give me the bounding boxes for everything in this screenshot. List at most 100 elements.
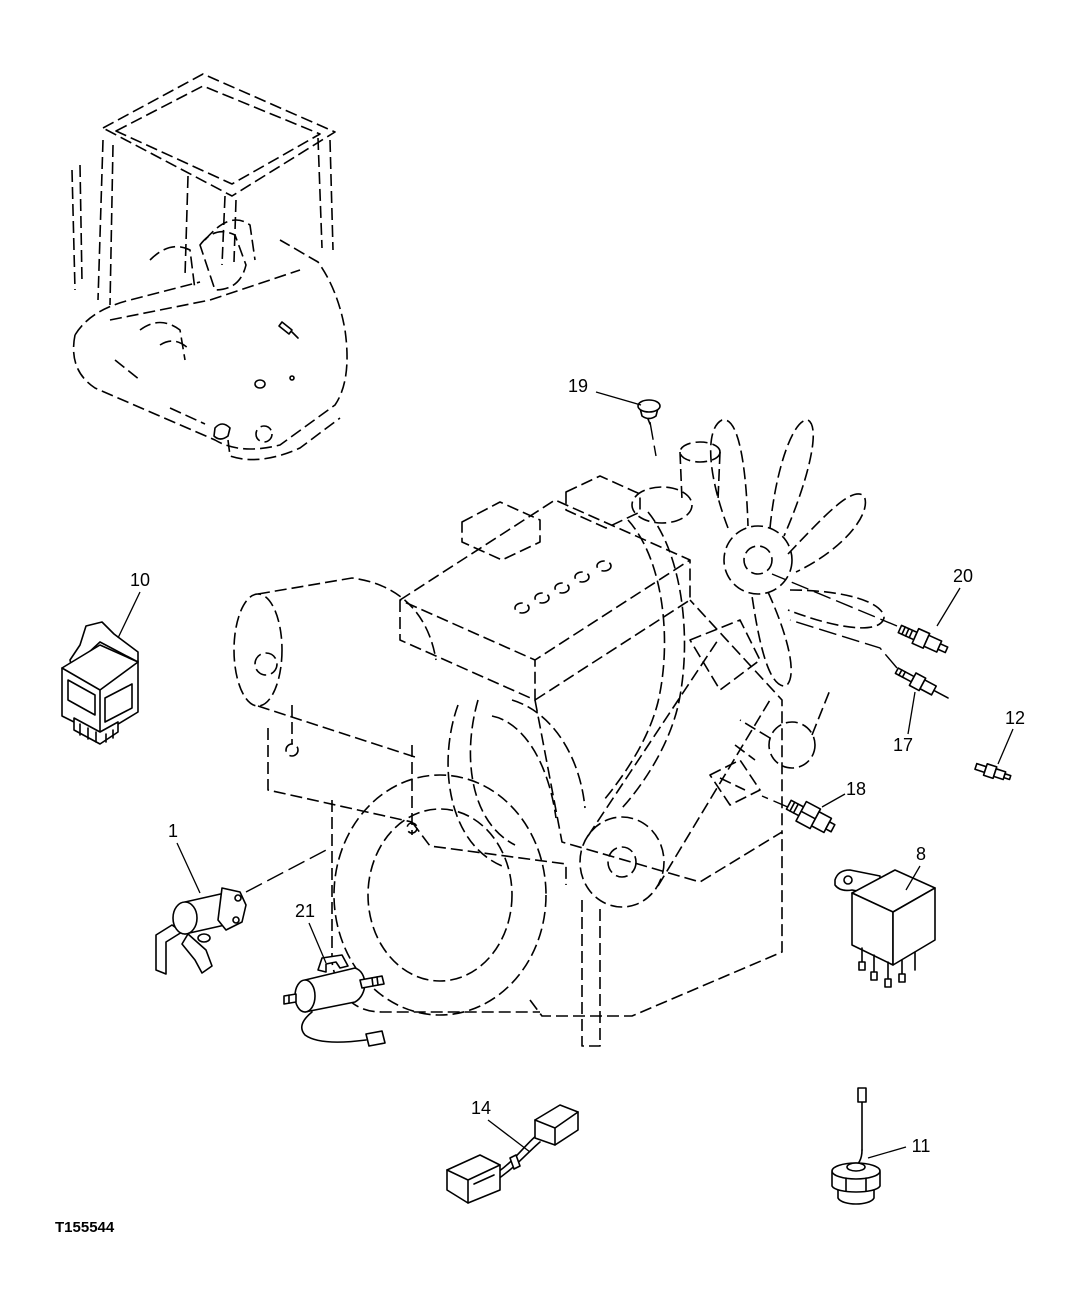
part-21-fuel-pump — [283, 954, 386, 1047]
harness-connector-large-edge — [446, 1164, 501, 1204]
fan-hub-center — [743, 545, 773, 575]
sensor-terminal — [824, 821, 836, 833]
water-outlet — [679, 441, 721, 463]
clip-location-mark — [213, 423, 231, 440]
cylinder-head — [399, 499, 691, 701]
callout-17: 17 — [893, 691, 916, 755]
engine-mount-bracket — [719, 744, 756, 791]
machine-body — [72, 239, 348, 450]
fan-blade — [709, 419, 749, 529]
solenoid-linkage — [155, 924, 183, 975]
callout-label: 20 — [953, 566, 973, 586]
controller-label-panel — [104, 683, 133, 723]
fan-blade — [751, 591, 792, 687]
callout-1: 1 — [168, 821, 201, 894]
leader-line — [997, 728, 1014, 765]
body-panel-line — [114, 359, 206, 425]
leader-line — [936, 587, 961, 627]
callout-21: 21 — [295, 901, 327, 964]
callout-20: 20 — [936, 566, 973, 627]
part-20-sensor — [897, 624, 949, 654]
part-19-cap — [637, 399, 661, 425]
starter-motor — [709, 759, 761, 806]
location-line-part-17 — [789, 619, 898, 669]
flange-hole — [232, 916, 240, 924]
fuel-inlet-fitting — [283, 993, 297, 1005]
part-8-relay — [834, 869, 936, 988]
location-line-part-1 — [245, 847, 331, 893]
callout-19: 19 — [568, 376, 642, 406]
leader-line — [905, 865, 921, 891]
water-outlet-neck — [679, 451, 721, 501]
callout-label: 19 — [568, 376, 588, 396]
fan-belt — [587, 639, 771, 887]
solenoid-lever — [181, 933, 213, 974]
fuel-pump-bracket — [317, 954, 349, 973]
sensor-threads — [901, 626, 914, 639]
callout-label: 12 — [1005, 708, 1025, 728]
controller-edge — [61, 661, 139, 736]
air-cleaner-body — [257, 577, 437, 759]
alternator-bracket — [739, 689, 831, 739]
fuel-pump-end — [294, 979, 316, 1013]
callout-label: 14 — [471, 1098, 491, 1118]
callout-12: 12 — [997, 708, 1025, 765]
exhaust-pipe-loop — [447, 699, 516, 867]
sensor-cap — [846, 1162, 866, 1172]
part-17-sensor — [894, 667, 949, 699]
relay-bracket-hole — [843, 875, 853, 885]
head-bolt — [534, 592, 550, 604]
callout-label: 1 — [168, 821, 178, 841]
grab-bar — [71, 164, 83, 291]
callout-label: 10 — [130, 570, 150, 590]
head-bolt — [596, 560, 612, 572]
injector-boss — [565, 475, 641, 529]
fan-hub — [723, 525, 793, 595]
body-dot-mark — [289, 375, 295, 381]
callout-label: 21 — [295, 901, 315, 921]
machine-body-upper — [74, 269, 301, 336]
solenoid-end — [172, 901, 198, 935]
leader-line — [117, 591, 141, 639]
machine-body-lower — [227, 417, 341, 461]
location-line-part-18 — [761, 795, 791, 809]
sensor-terminal — [937, 643, 949, 654]
canopy-roof — [102, 73, 336, 197]
location-lines — [245, 421, 898, 893]
console — [139, 321, 191, 361]
injection-pump — [689, 619, 761, 691]
fan-blade — [787, 493, 867, 573]
callout-18: 18 — [821, 779, 866, 808]
part-14-harness — [446, 1104, 579, 1204]
radiator-hose — [603, 511, 686, 809]
solenoid-boot — [197, 933, 211, 943]
mount-bolt — [285, 743, 299, 757]
sensor-hex-flats — [845, 1177, 867, 1192]
callout-label: 11 — [912, 1136, 931, 1156]
canopy-rear-post — [184, 175, 189, 277]
callout-label: 18 — [846, 779, 866, 799]
head-bolt — [574, 571, 590, 583]
part-1-solenoid — [155, 887, 247, 975]
location-line-part-20 — [771, 573, 898, 627]
machine-overview — [71, 73, 348, 461]
head-bolt — [554, 582, 570, 594]
relay-location-mark — [254, 379, 266, 389]
sensor-probe-tip — [857, 1087, 867, 1103]
fan-blade — [787, 589, 885, 629]
canopy-front-post — [221, 195, 237, 266]
canopy-right-post — [317, 137, 334, 251]
leader-line — [176, 842, 201, 894]
canopy-left-post — [97, 139, 114, 306]
sensor-threads — [789, 801, 800, 814]
fitting-ridges — [288, 976, 379, 1004]
leader-line — [867, 1146, 907, 1159]
harness-band — [509, 1154, 521, 1170]
rocker-cover-boss — [461, 501, 541, 561]
relay-right-face — [892, 887, 936, 966]
callout-10: 10 — [117, 570, 150, 639]
callout-14: 14 — [471, 1098, 531, 1153]
cap-top — [637, 399, 661, 413]
part-11-sensor — [831, 1087, 881, 1205]
